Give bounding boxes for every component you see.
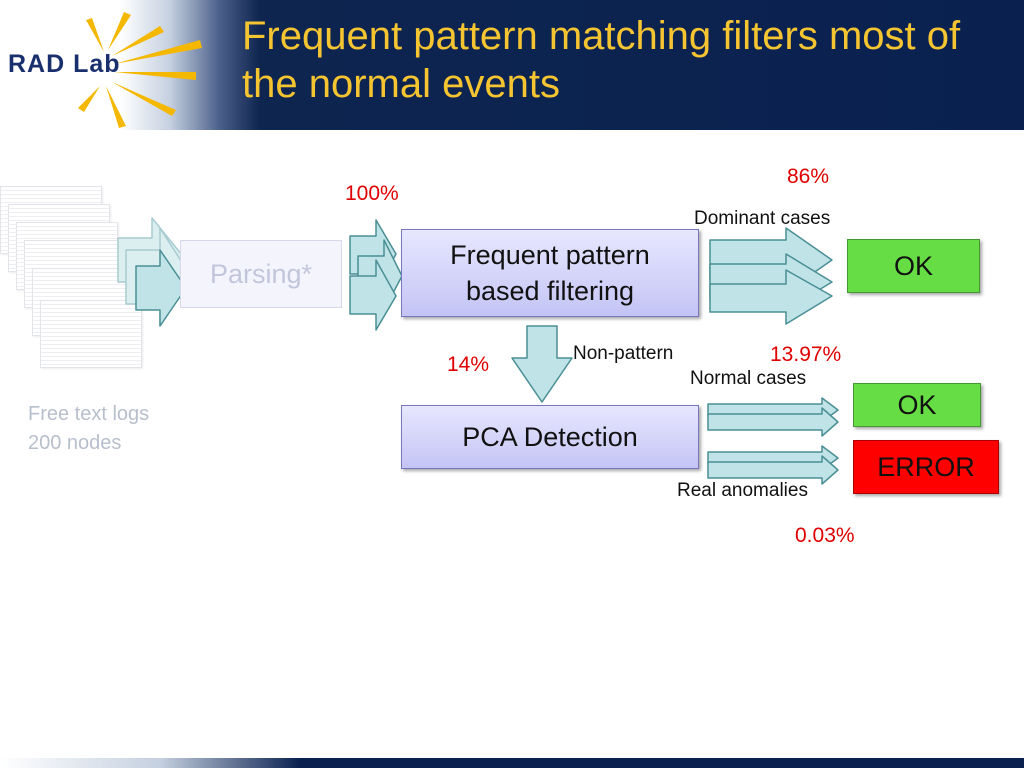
slide-title: Frequent pattern matching filters most o…	[242, 14, 961, 106]
logo-rays-icon	[78, 12, 202, 128]
slide-header: RAD Lab Frequent pattern matching filter…	[0, 0, 1024, 130]
filter-label-line2: based filtering	[465, 276, 635, 306]
filter-label-line1: Frequent pattern	[450, 240, 650, 270]
ok-label: OK	[897, 389, 937, 420]
nonpattern-down-arrow	[511, 325, 573, 403]
ok-label: OK	[893, 250, 933, 281]
parsing-label: Parsing*	[209, 258, 313, 289]
normal-arrow	[707, 407, 839, 437]
pca-detection-box: PCA Detection	[401, 405, 699, 469]
error-box: ERROR	[853, 440, 999, 494]
percent-input: 100%	[345, 182, 399, 205]
frequent-pattern-filter-box: Frequent pattern based filtering	[401, 229, 699, 317]
percent-anomalies: 0.03%	[795, 524, 855, 547]
input-caption-line2: 200 nodes	[28, 432, 122, 454]
label-nonpattern: Non-pattern	[573, 343, 674, 364]
logo-text: RAD Lab	[8, 50, 121, 78]
anomaly-arrow	[707, 455, 839, 485]
parsing-to-filter-arrow	[349, 259, 397, 331]
ok-box-normal: OK	[853, 383, 981, 427]
input-caption: Free text logs 200 nodes	[28, 400, 149, 458]
parsing-box: Parsing*	[180, 240, 342, 308]
percent-nonpattern: 14%	[447, 353, 490, 376]
slide-footer	[0, 758, 1024, 768]
percent-dominant: 86%	[787, 165, 830, 188]
ok-box-dominant: OK	[847, 239, 980, 293]
dominant-arrow	[709, 269, 833, 325]
log-document	[40, 300, 142, 368]
error-label: ERROR	[877, 451, 975, 482]
label-normal: Normal cases	[690, 368, 807, 389]
input-caption-line1: Free text logs	[28, 403, 150, 425]
input-arrow	[135, 249, 187, 327]
label-anomalies: Real anomalies	[677, 480, 808, 501]
pca-label: PCA Detection	[462, 422, 638, 452]
rad-lab-logo: RAD Lab	[0, 0, 230, 130]
percent-normal: 13.97%	[770, 343, 842, 366]
label-dominant: Dominant cases	[694, 208, 831, 229]
